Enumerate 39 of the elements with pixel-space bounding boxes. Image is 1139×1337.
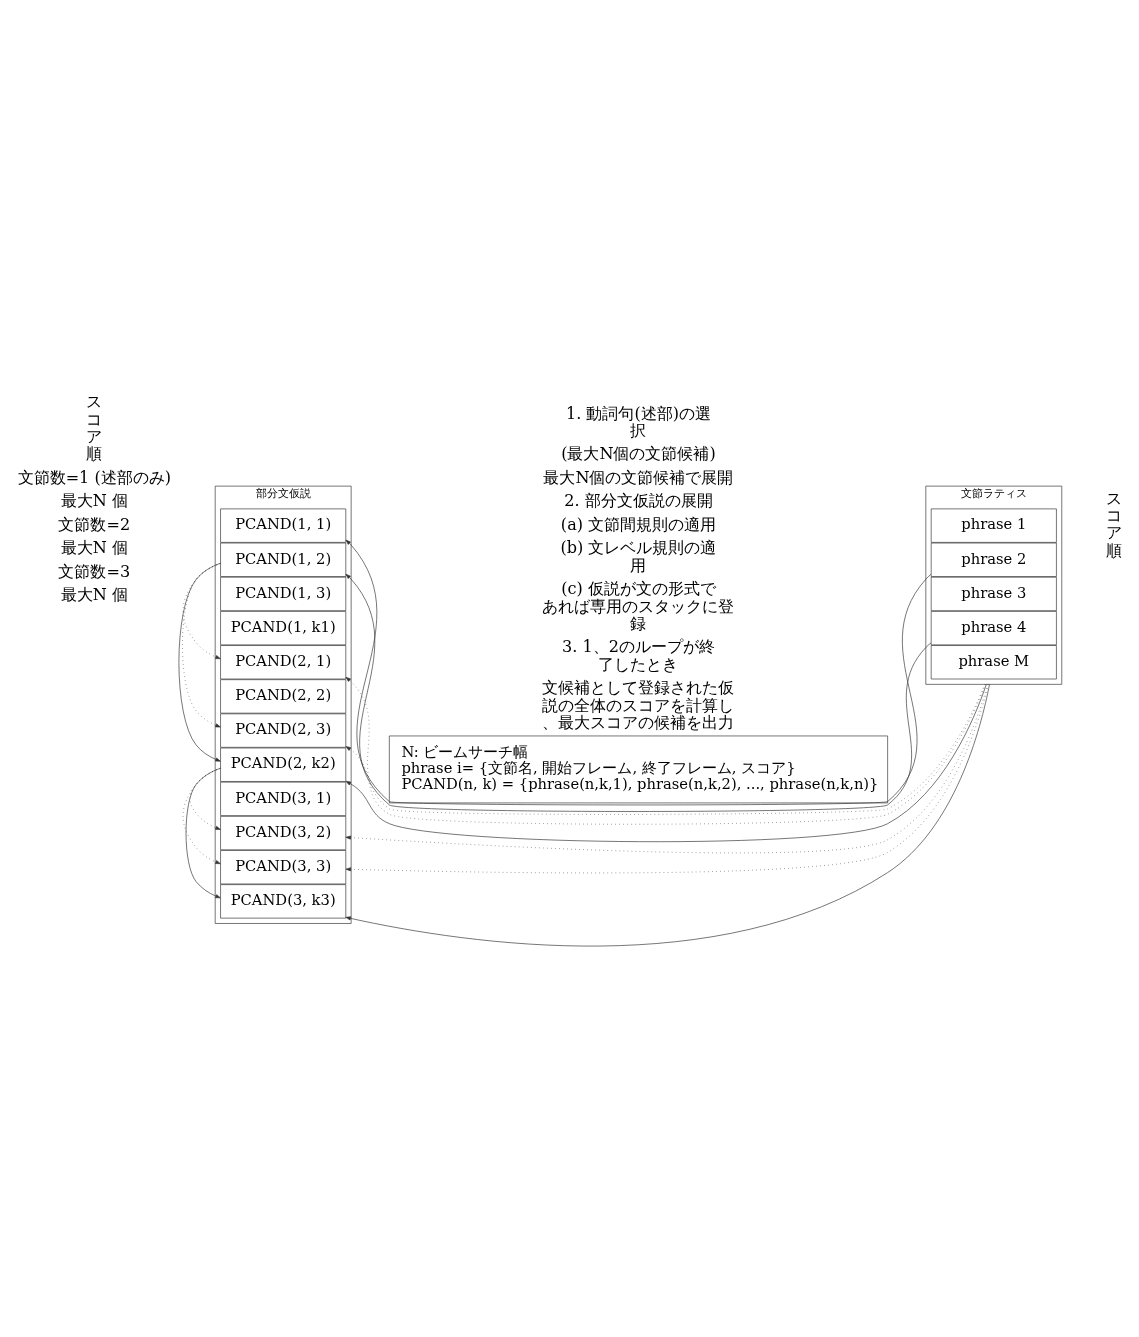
node-box: phrase 4 (930, 610, 1057, 645)
label: (c) 仮説が文の形式であれば専用のスタックに登録 (542, 578, 735, 633)
node-box: PCAND(2, 3) (220, 713, 347, 748)
label: スコア順 (1105, 488, 1122, 560)
label: 文節数=1 (述部のみ) (17, 467, 171, 487)
node-box: N: ビームサーチ幅 phrase i= {文節名, 開始フレーム, 終了フレーム, スコア} PCAND(n, k) = {phrase(n,k,1), phrase(n,k,2), ..., phrase(n,k,n)} (389, 735, 888, 803)
label: (b) 文レベル規則の適用 (560, 537, 717, 575)
arrow (345, 573, 932, 812)
label: (最大N個の文節候補) (561, 443, 716, 463)
node-box: PCAND(1, 1) (220, 508, 347, 543)
node-box: PCAND(1, k1) (220, 610, 347, 645)
label: 文節数=3 (58, 561, 131, 581)
node-box: PCAND(2, 2) (220, 678, 347, 713)
label: 最大N個の文節候補で展開 (543, 467, 734, 487)
node-box: PCAND(3, k3) (220, 883, 347, 918)
node-box: phrase 2 (930, 542, 1057, 577)
arrow (185, 767, 221, 898)
node-box: PCAND(1, 3) (220, 576, 347, 611)
node-box: PCAND(3, 3) (220, 849, 347, 884)
label: 2. 部分文仮説の展開 (564, 490, 713, 510)
arrow (345, 683, 990, 946)
label: 3. 1、2のループが終了したとき (562, 636, 715, 674)
label: (a) 文節間規則の適用 (560, 514, 717, 534)
node-box: PCAND(3, 2) (220, 815, 347, 850)
label: 最大N 個 (60, 537, 128, 557)
node-box: phrase 1 (930, 508, 1057, 543)
node-box: PCAND(2, 1) (220, 644, 347, 679)
node-box: phrase M (930, 644, 1057, 679)
label: 文節数=2 (58, 514, 131, 534)
node-box: phrase 3 (930, 576, 1057, 611)
node-box: PCAND(2, k2) (220, 747, 347, 782)
node-box: PCAND(3, 1) (220, 781, 347, 816)
node-box: PCAND(1, 2) (220, 542, 347, 577)
label: 1. 動詞句(述部)の選択 (566, 403, 711, 440)
arrow (345, 539, 932, 805)
label: 最大N 個 (60, 490, 128, 510)
arrow (178, 562, 221, 762)
label: スコア順 (86, 391, 103, 463)
label: 最大N 個 (60, 584, 128, 604)
